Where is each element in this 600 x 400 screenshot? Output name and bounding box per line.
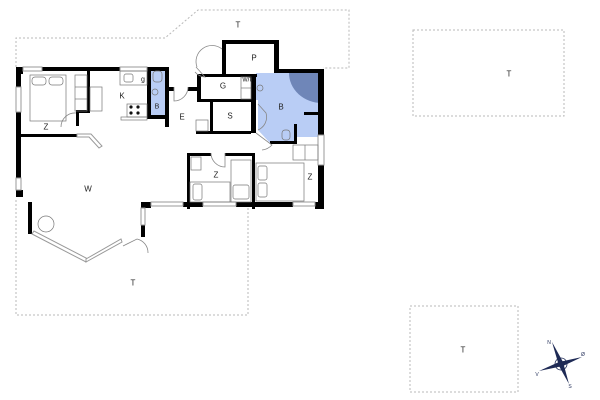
compass-west: V — [535, 372, 539, 378]
room-label-bathroom: B — [278, 102, 284, 112]
compass-rose-icon — [539, 342, 582, 384]
room-label-kitchen: K — [119, 91, 125, 101]
room-label-kitchen-g: g — [141, 76, 145, 84]
shower-fill — [289, 73, 322, 103]
compass-south: S — [568, 384, 572, 390]
room-label-terrace: T — [235, 20, 241, 30]
room-label-living: W — [84, 184, 92, 194]
room-label-terrace: T — [460, 345, 466, 355]
room-label-bedroom: Z — [307, 172, 313, 182]
compass-east: Ø — [581, 352, 585, 358]
door-swings — [60, 45, 273, 254]
room-label-wt: w/t — [242, 76, 252, 84]
room-label-utility: G — [219, 81, 227, 91]
windows — [15, 66, 325, 263]
room-label-bedroom: Z — [43, 122, 49, 132]
room-label-sauna: S — [227, 111, 233, 121]
room-label-storage: P — [251, 53, 257, 63]
stove-icon — [129, 105, 140, 115]
walls — [16, 40, 324, 237]
compass-north: N — [547, 340, 551, 346]
room-label-bathroom: B — [154, 103, 160, 111]
room-label-terrace: T — [506, 69, 512, 79]
room-label-terrace: T — [130, 278, 136, 288]
furniture — [29, 70, 319, 233]
terrace-outlines — [15, 9, 565, 393]
room-label-entrance: E — [179, 112, 185, 122]
room-label-bedroom: Z — [213, 170, 219, 180]
